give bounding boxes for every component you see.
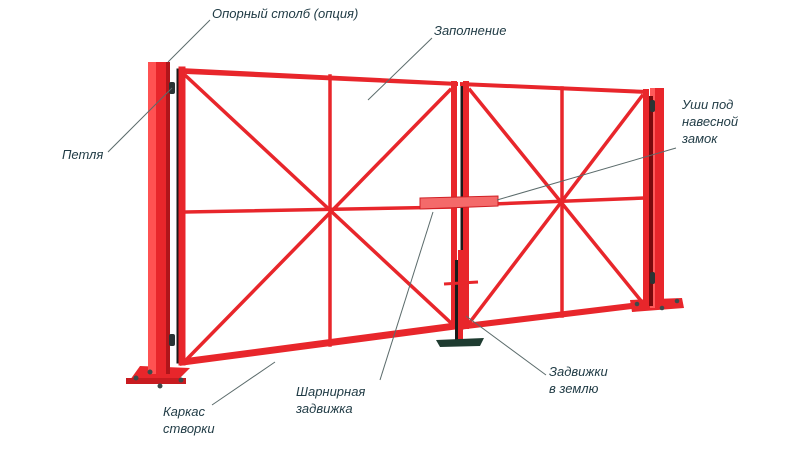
leader-ground-bolts xyxy=(465,315,547,376)
bolt-icon xyxy=(659,305,665,311)
label-support-post: Опорный столб (опция) xyxy=(212,6,359,21)
leader-hinged-latch xyxy=(379,211,434,381)
label-padlock-ears: Уши под навесной замок xyxy=(682,97,739,146)
ground-plate xyxy=(436,338,484,347)
bolt-icon xyxy=(674,298,680,304)
left-support-post xyxy=(126,62,190,389)
label-infill: Заполнение xyxy=(434,23,507,38)
label-hinged-latch: Шарнирная задвижка xyxy=(296,384,366,416)
center-latch xyxy=(419,195,499,340)
left-gate-leaf xyxy=(176,66,459,366)
leader-infill xyxy=(367,37,433,101)
label-hinge: Петля xyxy=(62,147,104,162)
bolt-icon xyxy=(133,375,139,381)
leader-leaf-frame xyxy=(211,361,276,406)
bolt-icon xyxy=(147,369,153,375)
leader-lines xyxy=(107,19,677,406)
bolt-icon xyxy=(178,377,184,383)
leader-support-post xyxy=(167,19,211,63)
leader-padlock-ears xyxy=(496,147,677,201)
label-leaf-frame: Каркас створки xyxy=(163,404,215,436)
label-ground-bolts: Задвижки в землю xyxy=(549,364,608,396)
leader-hinge xyxy=(107,87,173,153)
bolt-icon xyxy=(634,301,640,307)
bolt-icon xyxy=(157,383,163,389)
right-support-post xyxy=(630,88,684,312)
